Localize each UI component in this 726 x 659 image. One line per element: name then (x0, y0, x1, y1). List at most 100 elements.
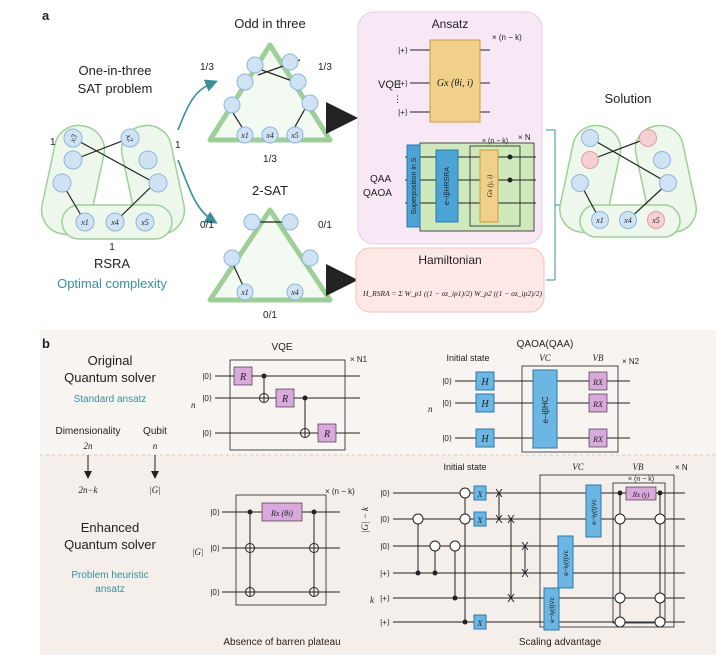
odd-var-x4: x4 (265, 131, 274, 140)
dimensionality-top: 2n (84, 441, 94, 451)
qaoa-bottom-ket-4: |+⟩ (380, 569, 390, 578)
qaoa-bottom-circuit: Initial state VC VB × N × (n − k) |0⟩ |0… (360, 462, 688, 631)
odd-var-x1: x1 (240, 131, 249, 140)
qaoa-bottom-ket-5: |+⟩ (380, 594, 390, 603)
vqe-top-gate-2: R (281, 394, 288, 405)
panel-b-label: b (42, 336, 50, 351)
vqe-top-ket-1: |0⟩ (202, 372, 212, 381)
qaoa-bottom-initial: Initial state (443, 462, 486, 472)
qaoa-bottom-ket-1: |0⟩ (380, 489, 390, 498)
twosat-var-x1: x1 (240, 288, 249, 297)
qaoa-top-ket-3: |0⟩ (442, 434, 452, 443)
vqe-top-title: VQE (271, 342, 292, 353)
qaoa-top-evolution: e−iβHC (541, 396, 550, 423)
panel-b-top-band (40, 330, 716, 455)
qaoa-top-h-1: H (480, 377, 489, 388)
problem-title-1: One-in-three (79, 63, 152, 78)
qaa-label: QAA (370, 174, 391, 185)
problem-var-x4: x4 (110, 218, 119, 227)
problem-weight-right: 1 (175, 140, 181, 151)
evolution-gate-label: e−iβHRSRA (444, 167, 451, 205)
vqe-top-n: n (191, 400, 196, 410)
solution-title: Solution (605, 91, 652, 106)
hamiltonian-box (355, 247, 545, 313)
ansatz-title: Ansatz (432, 17, 469, 31)
odd-weight-left: 1/3 (200, 62, 214, 73)
vqe-bottom-circuit: × (n − k) |0⟩ |0⟩ |0⟩ |G| Rx (θi) (192, 487, 355, 606)
qaoa-bottom-vc: VC (572, 462, 584, 472)
qaoa-bottom-k: k (370, 595, 375, 605)
original-subtitle: Standard ansatz (74, 394, 147, 405)
twosat-title: 2-SAT (252, 183, 288, 198)
qaoa-top-vc: VC (539, 353, 551, 363)
qaoa-top-ket-2: |0⟩ (442, 399, 452, 408)
vqe-mini-ket-3: |+⟩ (398, 108, 408, 117)
qaoa-bottom-repeat: × N (675, 463, 688, 472)
qaa-repeat-label: × N (518, 133, 531, 142)
solution-var-x4: x4 (623, 216, 632, 225)
enhanced-line1: Enhanced (81, 520, 140, 535)
problem-title-2: SAT problem (78, 81, 153, 96)
twosat-var-x4: x4 (290, 288, 299, 297)
odd-graph: x1 x4 x5 (207, 42, 333, 144)
problem-var-x1: x1 (80, 218, 89, 227)
vqe-bottom-repeat: × (n − k) (325, 487, 355, 496)
twosat-weight-bottom: 0/1 (263, 310, 277, 321)
solution-graph: x1 x4 x5 (559, 124, 697, 238)
problem-weight-bottom: 1 (109, 242, 115, 253)
vqe-bottom-ket-1: |0⟩ (210, 508, 220, 517)
problem-var-x2: x2 (124, 132, 135, 143)
vqe-top-ket-2: |0⟩ (202, 394, 212, 403)
qubit-top: n (153, 441, 158, 451)
vqe-bottom-g: |G| (192, 547, 203, 557)
qaoa-label: QAOA (363, 188, 392, 199)
qaoa-top-repeat: × N2 (622, 357, 640, 366)
twosat-graph: x1 x4 (207, 207, 333, 303)
enhanced-subtitle-2: ansatz (95, 584, 124, 595)
original-line2: Quantum solver (64, 370, 156, 385)
vqe-bottom-gate: Rx (θi) (270, 509, 293, 518)
vqe-mini-gate: Gx (θi, i) (437, 78, 474, 89)
vqe-mini-ket-1: |+⟩ (398, 46, 408, 55)
vqe-top-repeat: × N1 (350, 355, 368, 364)
qaoa-top-n: n (428, 404, 433, 414)
vqe-top-gate-3: R (323, 429, 330, 440)
problem-var-x3: x3 (68, 133, 79, 144)
qaoa-bottom-exp-1: e−iγ(t)Vc (591, 498, 598, 525)
problem-subtitle: Optimal complexity (57, 276, 167, 291)
qubit-label: Qubit (143, 426, 167, 437)
qaoa-top-title: QAOA(QAA) (517, 339, 574, 350)
inner-gate-label: Gx (γ, i) (486, 174, 494, 197)
qaoa-top-h-3: H (480, 434, 489, 445)
vqe-top-ket-3: |0⟩ (202, 429, 212, 438)
vqe-top-circuit: × N1 |0⟩ |0⟩ |0⟩ n R R R (191, 355, 368, 451)
qaoa-bottom-exp-3: e−iγ(t)Vc (549, 596, 556, 623)
qaoa-bottom-inner-repeat: × (n − k) (628, 476, 654, 483)
qaoa-bottom-exp-2: e−iγ(t)Vc (563, 549, 570, 576)
arrow-to-2sat (177, 159, 218, 224)
qaoa-bottom-caption: Scaling advantage (519, 637, 602, 648)
solution-var-x1: x1 (595, 216, 604, 225)
dimensionality-label: Dimensionality (55, 426, 120, 437)
qaoa-top-circuit: Initial state VC VB × N2 |0⟩ |0⟩ |0⟩ n H… (428, 353, 640, 453)
qaoa-bottom-vb: VB (633, 462, 644, 472)
problem-var-x5: x5 (140, 218, 149, 227)
qaoa-top-ket-1: |0⟩ (442, 377, 452, 386)
qaoa-top-rx-3: RX (592, 435, 604, 444)
vqe-top-gate-1: R (239, 372, 246, 383)
twosat-weight-left: 0/1 (200, 220, 214, 231)
qaa-mini-circuit: Superposition in S e−iβHRSRA Gx (γ, i) ×… (405, 133, 536, 232)
vqe-mini-ket-2: |+⟩ (398, 79, 408, 88)
ansatz-vqe-label: VQE (378, 79, 401, 91)
odd-weight-right: 1/3 (318, 62, 332, 73)
hamiltonian-formula: H_RSRA = Σ W_p1 ((1 − σz_ip1)/2) W_p2 ((… (362, 289, 542, 298)
hamiltonian-title: Hamiltonian (418, 253, 481, 267)
vqe-bottom-caption: Absence of barren plateau (223, 637, 340, 648)
qaoa-bottom-gk: |G| − k (360, 506, 370, 533)
twosat-weight-right: 0/1 (318, 220, 332, 231)
panel-a-label: a (42, 8, 50, 23)
dimensionality-bottom: 2n−k (78, 485, 98, 495)
enhanced-subtitle-1: Problem heuristic (71, 570, 148, 581)
vqe-bottom-ket-2: |0⟩ (210, 544, 220, 553)
vqe-bottom-ket-3: |0⟩ (210, 588, 220, 597)
